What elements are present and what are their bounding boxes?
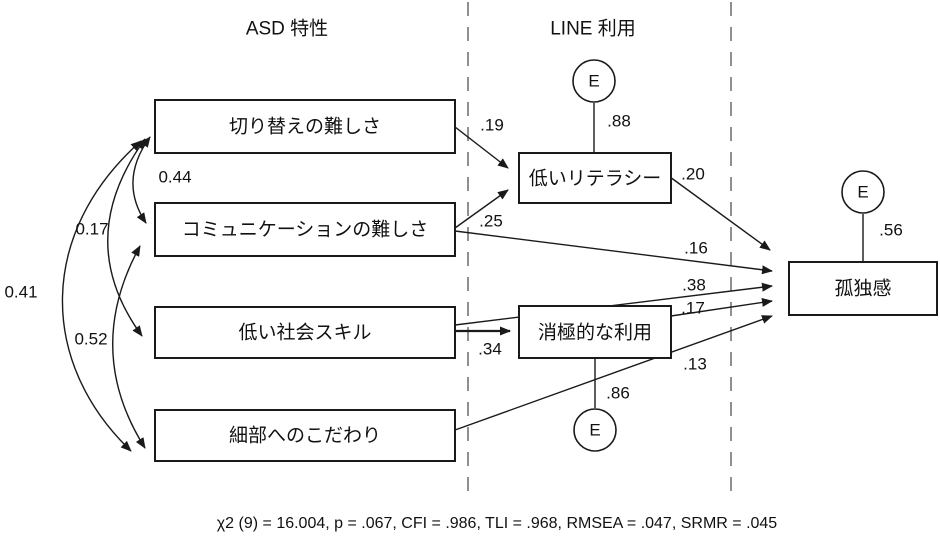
box-attention-to-detail: [154, 409, 456, 462]
coef-passiveuse-loneliness: .17: [681, 298, 705, 318]
box-switching-difficulty: [154, 99, 456, 154]
box-label-attention-to-detail: 細部へのこだわり: [228, 425, 382, 447]
box-low-literacy: [518, 152, 672, 204]
error-value-loneliness: .56: [879, 220, 903, 240]
fit-statistics-text: χ2 (9) = 16.004, p = .067, CFI = .986, T…: [216, 515, 778, 532]
error-circle-literacy: [572, 59, 616, 103]
error-circle-passiveuse: [573, 408, 617, 452]
path-switching-to-literacy-arrow: [454, 126, 509, 169]
error-value-literacy: .88: [607, 111, 631, 131]
path-communication-to-loneliness-arrow: [454, 230, 773, 275]
box-label-passive-use: 消極的な利用: [537, 322, 653, 344]
error-symbol-passiveuse: E: [589, 420, 601, 440]
box-communication-difficulty: [154, 202, 456, 257]
error-symbol-loneliness: E: [857, 182, 869, 202]
coef-communication-loneliness: .16: [684, 238, 708, 258]
box-passive-use: [518, 305, 672, 359]
coef-socialskill-loneliness: .38: [682, 275, 706, 295]
section-header-line: LINE 利用: [550, 18, 636, 40]
box-label-loneliness: 孤独感: [834, 278, 892, 300]
correlation-curve-communication-detail: [112, 245, 146, 449]
box-low-social-skill: [154, 306, 456, 359]
corr-switching-communication: 0.44: [158, 167, 192, 187]
box-label-low-literacy: 低いリテラシー: [528, 168, 662, 190]
coef-detail-loneliness: .13: [683, 354, 707, 374]
coef-communication-literacy: .25: [479, 211, 503, 231]
correlation-curve-switching-communication: [132, 136, 151, 224]
path-detail-to-loneliness-arrow: [454, 315, 773, 431]
corr-switching-socialskill: 0.17: [75, 219, 109, 239]
coef-switching-literacy: .19: [480, 115, 504, 135]
coef-socialskill-passiveuse: .34: [478, 339, 502, 359]
error-value-passiveuse: .86: [606, 383, 630, 403]
path-communication-to-literacy-arrow: [454, 189, 509, 229]
corr-communication-detail: 0.52: [74, 329, 108, 349]
correlation-curve-switching-detail: [61, 140, 142, 452]
coef-literacy-loneliness: .20: [681, 164, 705, 184]
corr-switching-detail: 0.41: [4, 282, 38, 302]
error-circle-loneliness: [841, 170, 885, 214]
path-passiveuse-to-loneliness-arrow: [670, 298, 773, 317]
box-loneliness: [788, 261, 938, 316]
box-label-communication-difficulty: コミュニケーションの難しさ: [181, 219, 429, 241]
path-literacy-to-loneliness-arrow: [669, 176, 771, 251]
box-label-low-social-skill: 低い社会スキル: [238, 322, 372, 344]
section-header-asd: ASD 特性: [245, 18, 329, 40]
error-symbol-literacy: E: [588, 71, 600, 91]
box-label-switching-difficulty: 切り替えの難しさ: [228, 116, 382, 138]
